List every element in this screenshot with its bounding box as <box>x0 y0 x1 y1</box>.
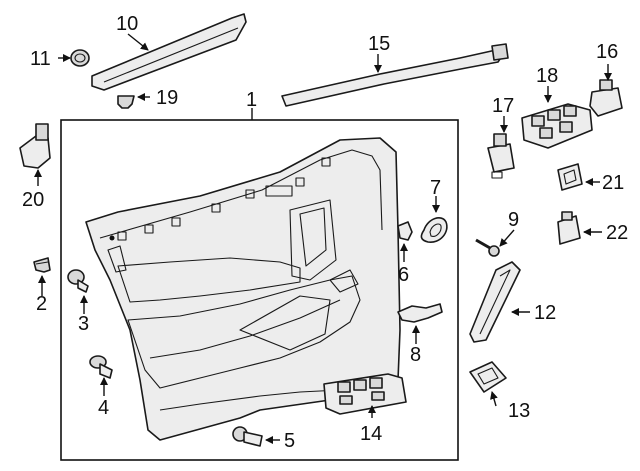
callout-9: 9 <box>508 209 519 231</box>
callout-14: 14 <box>360 423 382 445</box>
leader-13 <box>490 391 498 407</box>
callout-15: 15 <box>368 33 390 55</box>
callout-20: 20 <box>22 189 44 211</box>
pillar-molding-part-12[interactable] <box>469 261 521 343</box>
screw-part-9[interactable] <box>475 238 500 257</box>
leader-10 <box>127 33 149 51</box>
callout-3: 3 <box>78 313 89 335</box>
callout-1: 1 <box>246 89 257 111</box>
callout-17: 17 <box>492 95 514 117</box>
callout-16: 16 <box>596 41 618 63</box>
upper-molding-part[interactable] <box>91 13 247 91</box>
pin-clip-part-2[interactable] <box>33 257 51 273</box>
callout-4: 4 <box>98 397 109 419</box>
callout-22: 22 <box>606 222 628 244</box>
push-clip-part-3[interactable] <box>67 269 89 293</box>
screw-clip-part-5[interactable] <box>232 426 263 447</box>
switch-part-22[interactable] <box>557 211 581 245</box>
callout-6: 6 <box>398 264 409 286</box>
knob-switch-part-16[interactable] <box>589 79 623 117</box>
callout-18: 18 <box>536 65 558 87</box>
callout-7: 7 <box>430 177 441 199</box>
mounting-bracket-part[interactable] <box>19 123 51 169</box>
belt-weatherstrip-part[interactable] <box>281 43 509 107</box>
switch-part-13[interactable] <box>469 361 507 393</box>
callout-10: 10 <box>116 13 138 35</box>
callout-2: 2 <box>36 293 47 315</box>
callout-21: 21 <box>602 172 624 194</box>
switch-part-21[interactable] <box>557 163 583 191</box>
door-trim-panel-part[interactable] <box>85 137 401 441</box>
window-switch-assembly-part-14[interactable] <box>323 373 407 415</box>
callout-13: 13 <box>508 400 530 422</box>
trim-cap-part[interactable] <box>70 49 90 67</box>
bezel-ring-part-7[interactable] <box>420 217 448 243</box>
callout-11: 11 <box>30 48 51 70</box>
callout-12: 12 <box>534 302 556 324</box>
retainer-clip-part[interactable] <box>117 95 135 109</box>
single-switch-part-17[interactable] <box>487 133 515 179</box>
master-switch-part-18[interactable] <box>521 103 593 149</box>
fastener-part-4[interactable] <box>89 355 113 379</box>
leader-9 <box>499 229 515 247</box>
callout-8: 8 <box>410 344 421 366</box>
trim-strip-part-8[interactable] <box>397 303 443 323</box>
callout-19: 19 <box>156 87 178 109</box>
small-bracket-part-6[interactable] <box>397 221 413 241</box>
callout-5: 5 <box>284 430 295 452</box>
